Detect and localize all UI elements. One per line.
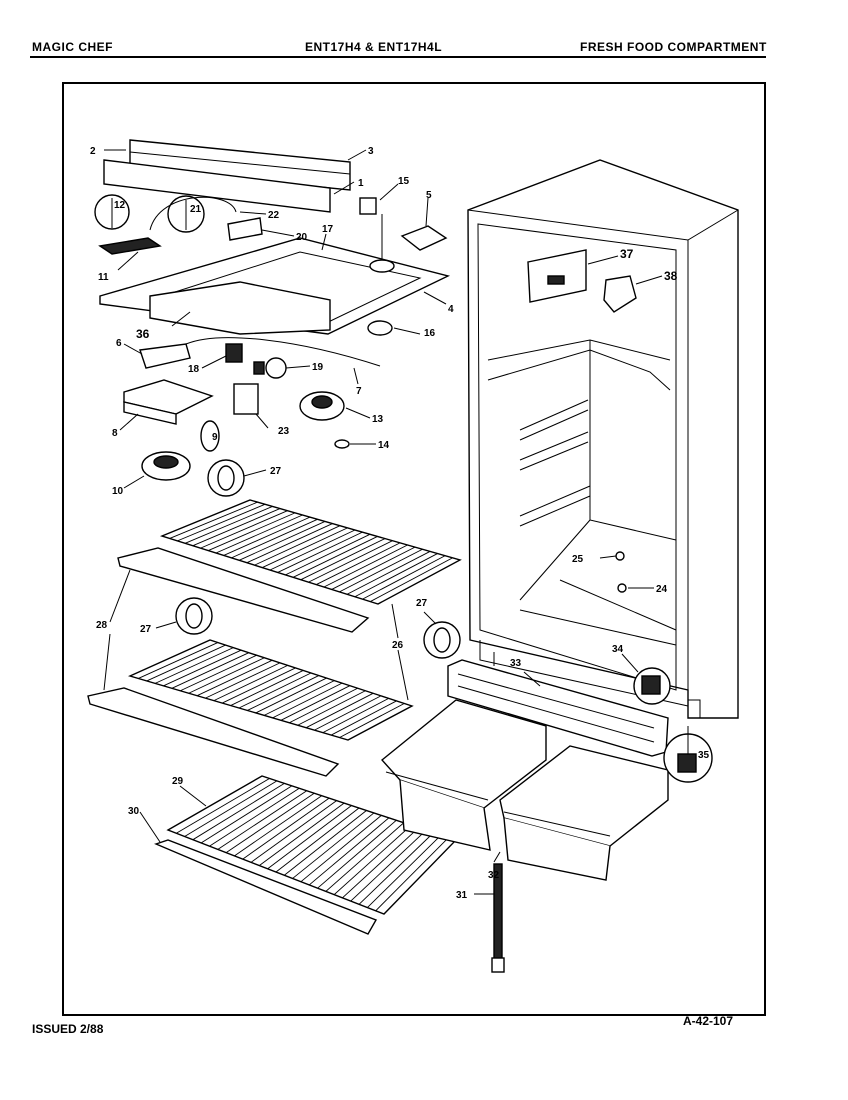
callout-2: 2 xyxy=(90,146,96,157)
thermostat-bracket-38 xyxy=(603,275,637,313)
callout-27-a: 27 xyxy=(270,466,282,477)
callout-17: 17 xyxy=(322,224,334,235)
detail-circle-12 xyxy=(94,194,130,230)
screw-9 xyxy=(200,420,220,452)
model-number: ENT17H4 & ENT17H4L xyxy=(305,40,443,54)
callout-6: 6 xyxy=(116,338,122,349)
plate-20-22 xyxy=(227,217,263,241)
light-bulb-19 xyxy=(253,357,287,379)
callout-26: 26 xyxy=(392,640,404,651)
diagram-frame xyxy=(62,82,766,1016)
lamp-socket-18 xyxy=(225,343,243,363)
top-trim-2-3 xyxy=(103,139,351,213)
callout-34: 34 xyxy=(612,644,624,655)
callout-12: 12 xyxy=(114,200,126,211)
callout-labels: 1 2 3 4 5 6 7 8 9 10 11 12 13 14 15 16 1… xyxy=(90,146,710,901)
shelf-clip-27-a xyxy=(207,459,245,497)
lower-shelf-29 xyxy=(154,775,458,935)
callout-38: 38 xyxy=(664,269,678,283)
callout-14: 14 xyxy=(378,440,390,451)
callout-24: 24 xyxy=(656,584,668,595)
callout-28: 28 xyxy=(96,620,108,631)
control-box-8 xyxy=(123,379,214,425)
callout-4: 4 xyxy=(448,304,454,315)
socket-6 xyxy=(139,343,191,369)
upper-shelf xyxy=(117,499,462,633)
callout-1: 1 xyxy=(358,178,364,189)
callout-9: 9 xyxy=(212,432,218,443)
callout-31: 31 xyxy=(456,890,468,901)
header-rule xyxy=(30,56,766,58)
middle-shelf xyxy=(87,639,414,777)
callout-15: 15 xyxy=(398,176,410,187)
callout-27-b: 27 xyxy=(140,624,152,635)
callout-8: 8 xyxy=(112,428,118,439)
wire-7 xyxy=(185,337,381,367)
leader-lines xyxy=(103,149,663,895)
section-title: FRESH FOOD COMPARTMENT xyxy=(580,40,767,54)
callout-25: 25 xyxy=(572,554,584,565)
clip-11 xyxy=(98,237,162,255)
detail-circle-21 xyxy=(149,195,237,233)
diagram-code: A-42-107 xyxy=(683,1014,734,1028)
callout-29: 29 xyxy=(172,776,184,787)
shaft-15 xyxy=(359,197,395,273)
thermostat-knob-13 xyxy=(299,391,345,421)
damper-5 xyxy=(400,225,448,251)
issue-date: ISSUED 2/88 xyxy=(32,1022,104,1036)
callout-16: 16 xyxy=(424,328,436,339)
brand-label: MAGIC CHEF xyxy=(32,40,113,54)
callout-13: 13 xyxy=(372,414,384,425)
hinge-34 xyxy=(633,667,671,705)
control-housing-4 xyxy=(99,237,451,335)
shelf-clip-27-c xyxy=(423,621,461,659)
knob-10 xyxy=(141,451,191,481)
shelf-clip-27-b xyxy=(175,597,213,635)
callout-32: 32 xyxy=(488,870,500,881)
callout-30: 30 xyxy=(128,806,140,817)
knob-16 xyxy=(367,320,393,336)
callout-37: 37 xyxy=(620,247,634,261)
callout-18: 18 xyxy=(188,364,200,375)
callout-5: 5 xyxy=(426,190,432,201)
callout-27-c: 27 xyxy=(416,598,428,609)
callout-35: 35 xyxy=(698,750,710,761)
crisper-drawer-left xyxy=(380,699,547,851)
cabinet-liner xyxy=(467,159,739,719)
callout-19: 19 xyxy=(312,362,324,373)
callout-11: 11 xyxy=(98,272,109,283)
callout-3: 3 xyxy=(368,146,374,157)
drain-tube-31 xyxy=(491,863,505,973)
callout-36: 36 xyxy=(136,327,150,341)
callout-22: 22 xyxy=(268,210,280,221)
callout-33: 33 xyxy=(510,658,522,669)
callout-23: 23 xyxy=(278,426,290,437)
control-bracket-37 xyxy=(527,249,587,303)
washer-14 xyxy=(334,439,350,449)
callout-20: 20 xyxy=(296,232,308,243)
callout-10: 10 xyxy=(112,486,124,497)
callout-7: 7 xyxy=(356,386,362,397)
callout-21: 21 xyxy=(190,204,202,215)
crisper-drawer-right xyxy=(499,745,669,881)
switch-23 xyxy=(233,383,259,415)
leveling-screw-35 xyxy=(663,726,713,783)
